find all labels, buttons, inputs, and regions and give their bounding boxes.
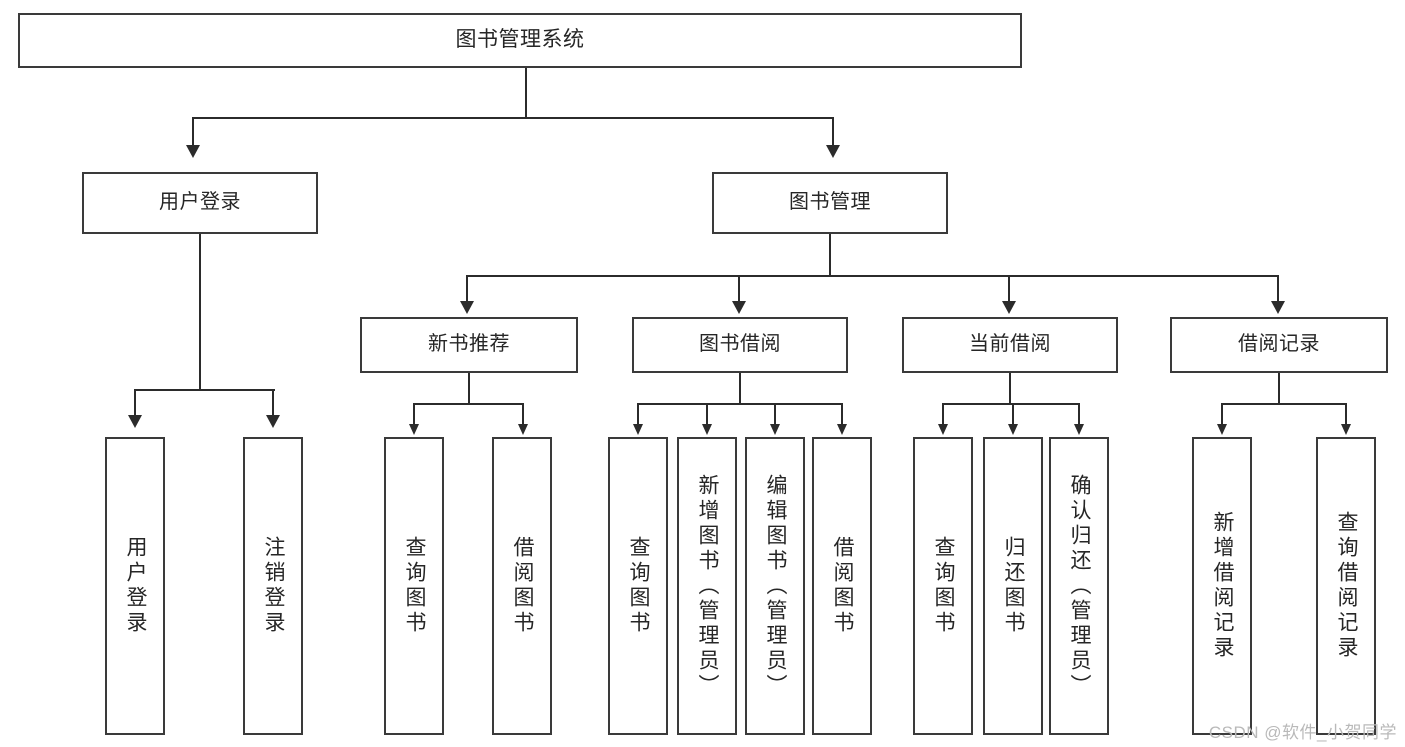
edge-bookborrow-bus <box>637 403 842 405</box>
node-borrow-record[interactable]: 借阅记录 <box>1170 317 1388 373</box>
arrowhead-book-manage-to-recommend <box>460 301 474 314</box>
edge-book-manage-stem <box>829 234 831 276</box>
arrowhead-currentborrow-to-leaf-2 <box>1008 424 1018 435</box>
node-label: 新增借阅记录 <box>1211 511 1235 661</box>
edge-borrowrecord-to-leaf-2 <box>1345 403 1347 425</box>
edge-book-manage-to-current <box>1008 275 1010 303</box>
edge-bookborrow-to-leaf-4 <box>841 403 843 425</box>
leaf-node-query-borrow-record[interactable]: 查询借阅记录 <box>1316 437 1376 735</box>
node-user-login[interactable]: 用户登录 <box>82 172 318 234</box>
arrowhead-bookborrow-to-leaf-4 <box>837 424 847 435</box>
leaf-node-user-login[interactable]: 用户登录 <box>105 437 165 735</box>
leaf-node-query-book-borrow[interactable]: 查询图书 <box>608 437 668 735</box>
arrowhead-root-to-user-login <box>186 145 200 158</box>
arrowhead-borrowrecord-to-leaf-1 <box>1217 424 1227 435</box>
edge-borrowrecord-bus <box>1221 403 1346 405</box>
node-label: 当前借阅 <box>969 333 1051 356</box>
node-label: 借阅图书 <box>511 536 535 636</box>
leaf-node-return-book[interactable]: 归还图书 <box>983 437 1043 735</box>
edge-currentborrow-to-leaf-2 <box>1012 403 1014 425</box>
edge-bookborrow-to-leaf-3 <box>774 403 776 425</box>
node-label: 查询借阅记录 <box>1335 511 1359 661</box>
node-label: 新书推荐 <box>428 333 510 356</box>
leaf-node-query-book-current[interactable]: 查询图书 <box>913 437 973 735</box>
edge-recommend-stem <box>468 373 470 404</box>
leaf-node-logout-login[interactable]: 注销登录 <box>243 437 303 735</box>
edge-user-login-to-leaf-1 <box>134 389 136 417</box>
edge-recommend-to-leaf-2 <box>522 403 524 425</box>
node-label: 确认归还（管理员） <box>1068 473 1092 699</box>
node-current-borrow[interactable]: 当前借阅 <box>902 317 1118 373</box>
leaf-node-query-book-recommend[interactable]: 查询图书 <box>384 437 444 735</box>
arrowhead-bookborrow-to-leaf-3 <box>770 424 780 435</box>
edge-book-manage-bus <box>466 275 1278 277</box>
edge-book-manage-to-record <box>1277 275 1279 303</box>
node-new-book-recommend[interactable]: 新书推荐 <box>360 317 578 373</box>
arrowhead-currentborrow-to-leaf-1 <box>938 424 948 435</box>
leaf-node-edit-book[interactable]: 编辑图书（管理员） <box>745 437 805 735</box>
arrowhead-bookborrow-to-leaf-2 <box>702 424 712 435</box>
arrowhead-book-manage-to-borrow <box>732 301 746 314</box>
edge-root-to-user-login <box>192 117 194 147</box>
edge-book-manage-to-recommend <box>466 275 468 303</box>
leaf-node-borrow-book[interactable]: 借阅图书 <box>812 437 872 735</box>
node-label: 查询图书 <box>403 536 427 636</box>
leaf-node-confirm-return[interactable]: 确认归还（管理员） <box>1049 437 1109 735</box>
node-label: 归还图书 <box>1002 536 1026 636</box>
edge-root-stem <box>525 68 527 118</box>
edge-bookborrow-to-leaf-2 <box>706 403 708 425</box>
edge-book-manage-to-borrow <box>738 275 740 303</box>
edge-borrowrecord-to-leaf-1 <box>1221 403 1223 425</box>
edge-bookborrow-to-leaf-1 <box>637 403 639 425</box>
leaf-node-add-book[interactable]: 新增图书（管理员） <box>677 437 737 735</box>
node-label: 用户登录 <box>124 536 148 636</box>
node-label: 图书借阅 <box>699 333 781 356</box>
arrowhead-user-login-to-leaf-2 <box>266 415 280 428</box>
node-book-borrow[interactable]: 图书借阅 <box>632 317 848 373</box>
edge-currentborrow-to-leaf-1 <box>942 403 944 425</box>
arrowhead-book-manage-to-record <box>1271 301 1285 314</box>
arrowhead-borrowrecord-to-leaf-2 <box>1341 424 1351 435</box>
edge-recommend-bus <box>413 403 523 405</box>
edge-user-login-to-leaf-2 <box>272 389 274 417</box>
node-label: 借阅记录 <box>1238 333 1320 356</box>
edge-currentborrow-bus <box>942 403 1079 405</box>
node-label: 图书管理 <box>789 191 871 214</box>
node-label: 查询图书 <box>627 536 651 636</box>
arrowhead-currentborrow-to-leaf-3 <box>1074 424 1084 435</box>
leaf-node-add-borrow-record[interactable]: 新增借阅记录 <box>1192 437 1252 735</box>
node-label: 用户登录 <box>159 191 241 214</box>
edge-borrowrecord-stem <box>1278 373 1280 404</box>
node-label: 编辑图书（管理员） <box>764 473 788 699</box>
edge-root-bus <box>192 117 834 119</box>
node-label: 新增图书（管理员） <box>696 473 720 699</box>
arrowhead-book-manage-to-current <box>1002 301 1016 314</box>
node-label: 注销登录 <box>262 536 286 636</box>
node-label: 图书管理系统 <box>455 28 585 52</box>
edge-bookborrow-stem <box>739 373 741 404</box>
edge-recommend-to-leaf-1 <box>413 403 415 425</box>
node-label: 查询图书 <box>932 536 956 636</box>
node-root-book-management-system[interactable]: 图书管理系统 <box>18 13 1022 68</box>
arrowhead-bookborrow-to-leaf-1 <box>633 424 643 435</box>
edge-currentborrow-stem <box>1009 373 1011 404</box>
edge-user-login-stem <box>199 234 201 390</box>
leaf-node-borrow-book-recommend[interactable]: 借阅图书 <box>492 437 552 735</box>
node-book-management[interactable]: 图书管理 <box>712 172 948 234</box>
arrowhead-root-to-book-manage <box>826 145 840 158</box>
edge-currentborrow-to-leaf-3 <box>1078 403 1080 425</box>
arrowhead-recommend-to-leaf-2 <box>518 424 528 435</box>
arrowhead-user-login-to-leaf-1 <box>128 415 142 428</box>
arrowhead-recommend-to-leaf-1 <box>409 424 419 435</box>
node-label: 借阅图书 <box>831 536 855 636</box>
edge-user-login-bus <box>134 389 275 391</box>
edge-root-to-book-manage <box>832 117 834 147</box>
